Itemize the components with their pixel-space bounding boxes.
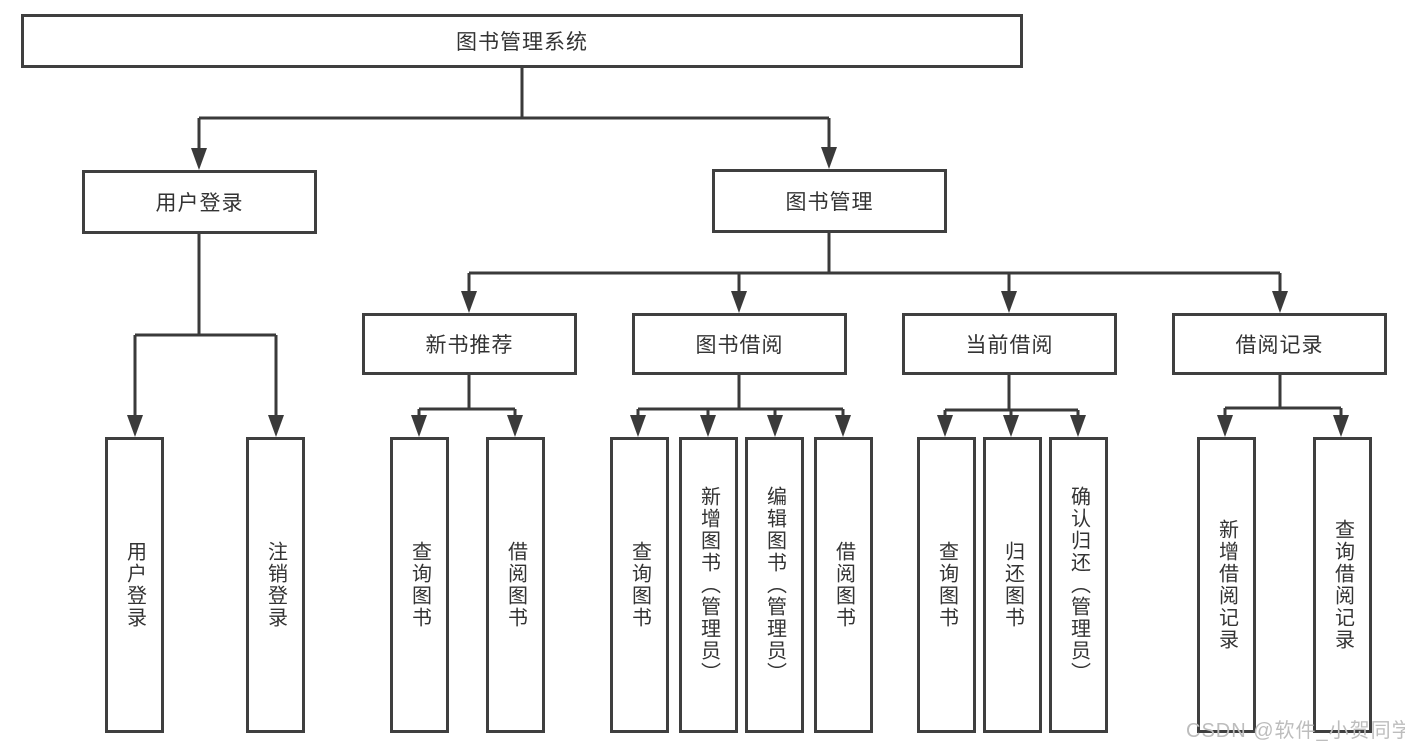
node-label: 查询图书 bbox=[628, 541, 651, 629]
node-label: 用户登录 bbox=[123, 541, 146, 629]
leaf-query-book-current: 查询图书 bbox=[917, 437, 976, 733]
node-library-management-system: 图书管理系统 bbox=[21, 14, 1023, 68]
csdn-watermark: CSDN @软件_小贺同学 bbox=[1186, 720, 1405, 742]
node-label: 图书借阅 bbox=[695, 334, 784, 357]
leaf-logout: 注销登录 bbox=[246, 437, 305, 733]
node-label: 确认归还（管理员） bbox=[1067, 486, 1090, 684]
leaf-user-login: 用户登录 bbox=[105, 437, 164, 733]
leaf-confirm-return-admin: 确认归还（管理员） bbox=[1049, 437, 1108, 733]
node-user-login: 用户登录 bbox=[82, 170, 317, 234]
node-label: 用户登录 bbox=[155, 192, 244, 215]
node-new-book-recommend: 新书推荐 bbox=[362, 313, 577, 375]
node-label: 借阅图书 bbox=[832, 541, 855, 629]
node-book-borrow: 图书借阅 bbox=[632, 313, 847, 375]
node-current-borrow: 当前借阅 bbox=[902, 313, 1117, 375]
leaf-query-book-borrow: 查询图书 bbox=[610, 437, 669, 733]
leaf-query-book-newbook: 查询图书 bbox=[390, 437, 449, 733]
node-label: 编辑图书（管理员） bbox=[763, 486, 786, 684]
connector-user-login-children bbox=[127, 232, 284, 437]
node-label: 查询借阅记录 bbox=[1331, 519, 1354, 651]
connector-book-borrow-children bbox=[630, 373, 851, 437]
node-label: 注销登录 bbox=[264, 541, 287, 629]
connector-current-borrow-children bbox=[937, 373, 1086, 437]
node-label: 借阅图书 bbox=[504, 541, 527, 629]
leaf-add-borrow-record: 新增借阅记录 bbox=[1197, 437, 1256, 733]
node-label: 图书管理 bbox=[785, 191, 874, 214]
leaf-edit-book-admin: 编辑图书（管理员） bbox=[745, 437, 804, 733]
leaf-return-book: 归还图书 bbox=[983, 437, 1042, 733]
node-label: 新增图书（管理员） bbox=[697, 486, 720, 684]
node-label: 新书推荐 bbox=[425, 334, 514, 357]
node-label: 新增借阅记录 bbox=[1215, 519, 1238, 651]
connector-new-book-children bbox=[411, 373, 523, 437]
connector-root-to-level2 bbox=[191, 66, 837, 170]
leaf-query-borrow-record: 查询借阅记录 bbox=[1313, 437, 1372, 733]
node-label: 图书管理系统 bbox=[456, 31, 588, 54]
leaf-borrow-book-newbook: 借阅图书 bbox=[486, 437, 545, 733]
node-book-management: 图书管理 bbox=[712, 169, 947, 233]
node-label: 查询图书 bbox=[408, 541, 431, 629]
node-label: 查询图书 bbox=[935, 541, 958, 629]
node-borrow-record: 借阅记录 bbox=[1172, 313, 1387, 375]
connector-book-management-children bbox=[461, 231, 1288, 313]
node-label: 当前借阅 bbox=[965, 334, 1054, 357]
node-label: 借阅记录 bbox=[1235, 334, 1324, 357]
leaf-borrow-book: 借阅图书 bbox=[814, 437, 873, 733]
connector-borrow-record-children bbox=[1217, 373, 1349, 437]
node-label: 归还图书 bbox=[1001, 541, 1024, 629]
leaf-add-book-admin: 新增图书（管理员） bbox=[679, 437, 738, 733]
